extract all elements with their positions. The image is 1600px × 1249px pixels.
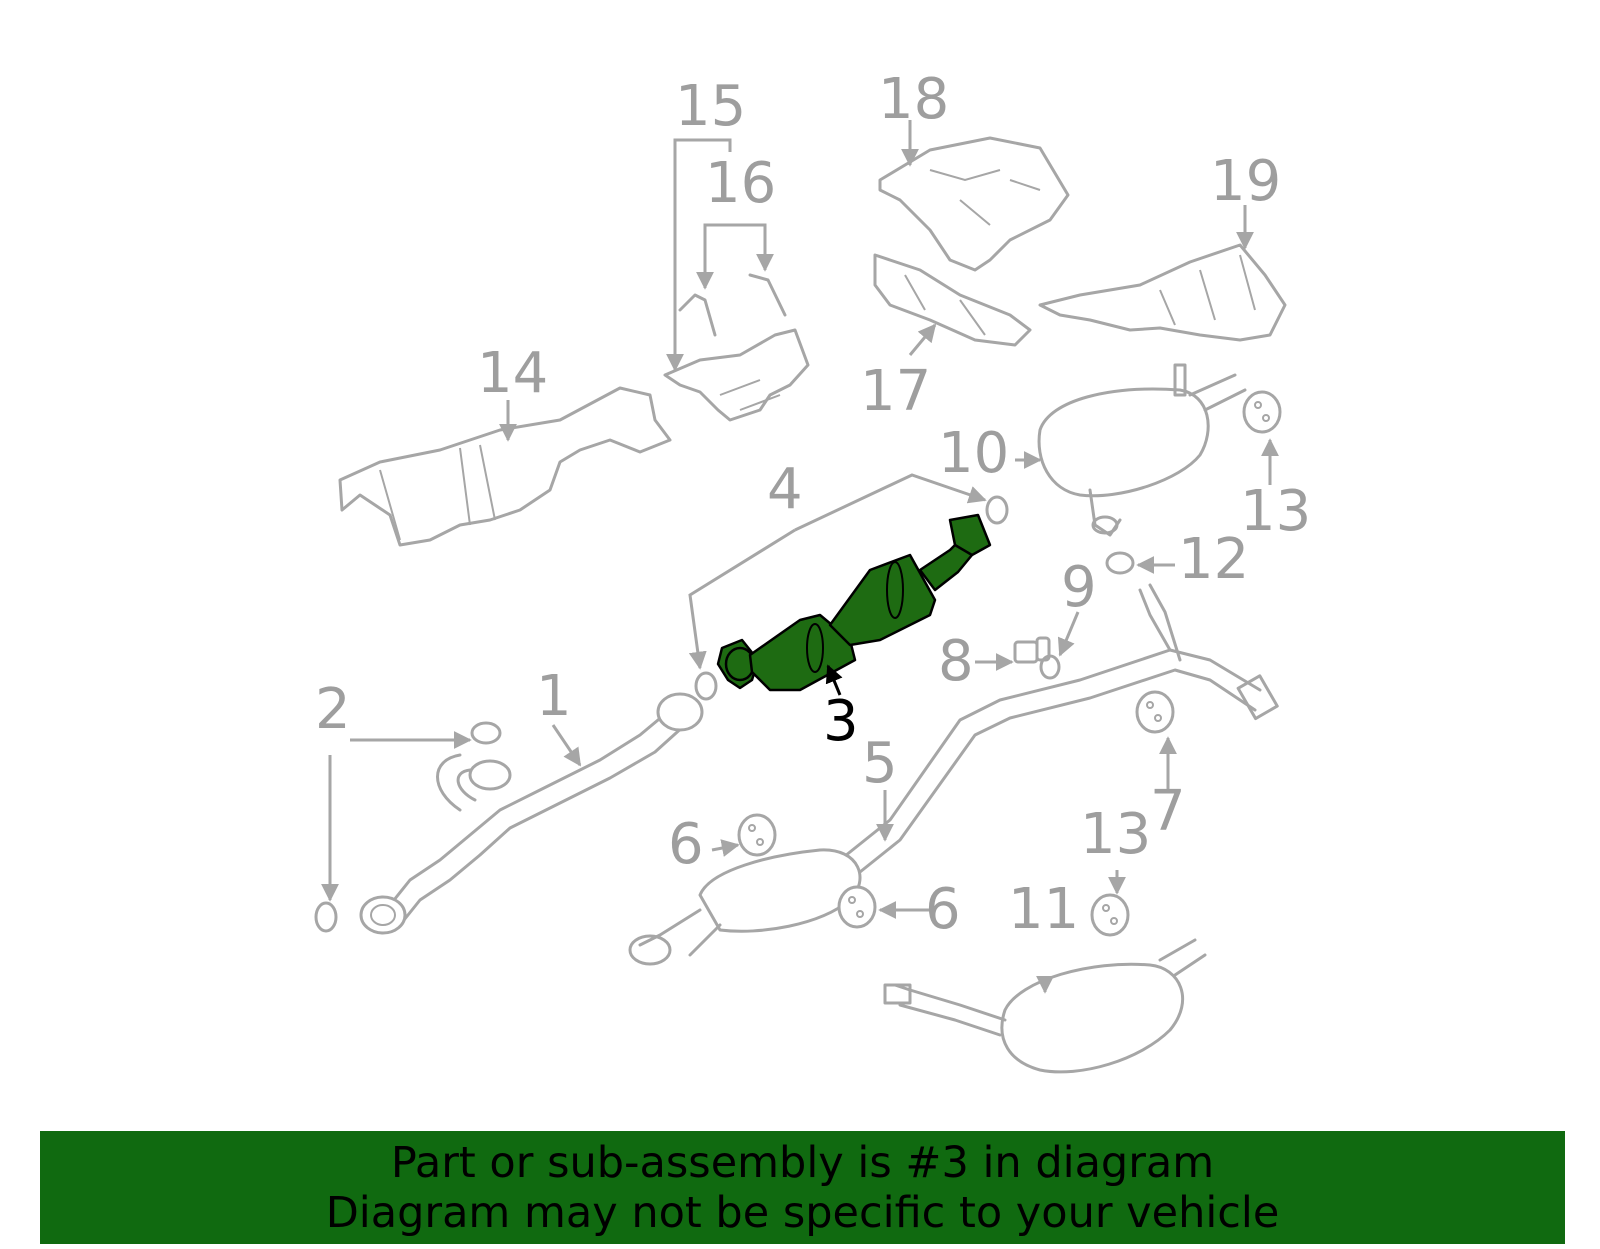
banner-line-2: Diagram may not be specific to your vehi… — [325, 1188, 1280, 1238]
callout-17: 17 — [860, 359, 931, 424]
banner-line-1: Part or sub-assembly is #3 in diagram — [390, 1138, 1215, 1188]
leader-lines — [321, 120, 1279, 994]
callout-16: 16 — [705, 151, 776, 216]
part-13-isolator-bottom[interactable] — [1090, 893, 1130, 937]
part-16-brackets[interactable] — [678, 273, 787, 337]
part-6-isolator-b[interactable] — [837, 885, 877, 929]
callout-9: 9 — [1061, 555, 1097, 620]
callout-14: 14 — [477, 341, 548, 406]
callout-4: 4 — [767, 457, 803, 522]
callout-18: 18 — [878, 67, 949, 132]
callout-6-left: 6 — [668, 812, 704, 877]
callout-5: 5 — [862, 731, 898, 796]
part-14-heat-shield[interactable] — [338, 386, 672, 547]
callout-15: 15 — [675, 74, 746, 139]
part-2-gasket-b[interactable] — [314, 901, 338, 933]
callout-2: 2 — [315, 677, 351, 742]
part-19-heat-shield[interactable] — [1038, 243, 1287, 342]
callout-19: 19 — [1210, 149, 1281, 214]
callout-7: 7 — [1150, 779, 1186, 844]
info-banner: Part or sub-assembly is #3 in diagram Di… — [40, 1131, 1565, 1244]
callout-6-right: 6 — [925, 877, 961, 942]
part-7-isolator[interactable] — [1135, 690, 1175, 734]
callout-12: 12 — [1178, 527, 1249, 592]
part-10-muffler[interactable] — [1037, 363, 1247, 537]
part-15-heat-shield[interactable] — [663, 328, 810, 422]
callout-1: 1 — [536, 664, 572, 729]
callout-8: 8 — [938, 629, 974, 694]
part-1-front-pipe[interactable] — [359, 692, 704, 935]
callout-labels: 15 16 18 19 14 17 10 13 4 12 9 8 3 2 1 5… — [315, 67, 1311, 942]
part-11-muffler[interactable] — [883, 938, 1207, 1074]
part-6-isolator-a[interactable] — [737, 813, 777, 857]
part-9-gasket[interactable] — [1039, 654, 1061, 680]
part-4-gasket-a[interactable] — [694, 671, 718, 701]
callout-10: 10 — [938, 421, 1009, 486]
part-12-gasket[interactable] — [1105, 551, 1135, 575]
callout-13-top: 13 — [1240, 479, 1311, 544]
part-5-pipe[interactable] — [628, 583, 1279, 966]
part-17-heat-shield[interactable] — [873, 253, 1032, 347]
part-2-gasket-a[interactable] — [470, 721, 502, 745]
part-13-isolator-top[interactable] — [1242, 390, 1282, 434]
part-18-heat-shield[interactable] — [878, 136, 1070, 272]
callout-11: 11 — [1008, 877, 1079, 942]
callout-13-bottom: 13 — [1080, 802, 1151, 867]
callout-3: 3 — [823, 689, 859, 754]
part-4-gasket-b[interactable] — [985, 495, 1009, 525]
